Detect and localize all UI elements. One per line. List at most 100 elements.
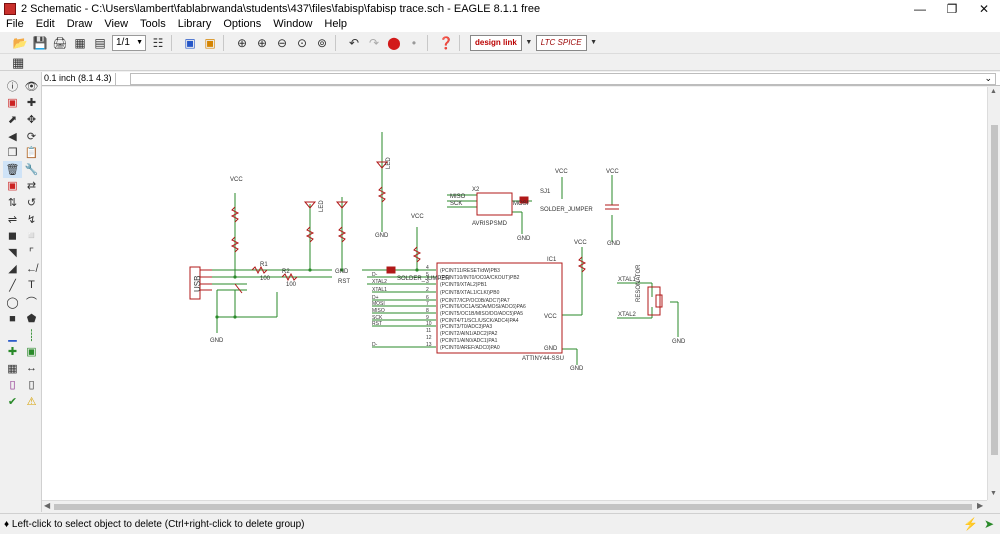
menu-window[interactable]: Window xyxy=(273,18,313,30)
paste-icon[interactable]: 📋 xyxy=(24,147,39,160)
mirror-icon[interactable]: ◀ xyxy=(8,130,17,143)
text-icon[interactable]: T xyxy=(28,279,35,292)
ic1-pin-number: 10 xyxy=(426,321,432,327)
label-icon[interactable]: ▣ xyxy=(26,346,37,359)
circle-icon[interactable]: ◯ xyxy=(6,296,19,309)
module-icon[interactable]: ▯ xyxy=(28,379,35,392)
menu-view[interactable]: View xyxy=(104,18,129,30)
sheet-select[interactable]: 1/1▼ xyxy=(112,34,146,51)
go-icon[interactable]: • xyxy=(411,35,417,50)
lightning-icon[interactable]: ⚡ xyxy=(962,517,978,531)
label-gnd-6: GND xyxy=(335,269,349,275)
menu-draw[interactable]: Draw xyxy=(66,18,93,30)
warning-icon[interactable]: ⚠ xyxy=(26,396,37,409)
close-button[interactable]: ✕ xyxy=(978,2,990,16)
junction-icon[interactable]: ✚ xyxy=(7,346,18,359)
cam-processor-icon[interactable]: ▦ xyxy=(74,35,86,50)
horizontal-scrollbar[interactable]: ◀ ▶ xyxy=(42,500,987,512)
move-icon[interactable]: ✥ xyxy=(26,113,37,126)
zoom-in-icon[interactable]: ⊕ xyxy=(256,35,268,50)
replace-icon[interactable]: ⇄ xyxy=(26,180,37,193)
label-sck: SCK xyxy=(450,201,462,207)
stop-icon[interactable]: ⬤ xyxy=(387,35,401,50)
menu-bar: File Edit Draw View Tools Library Option… xyxy=(0,18,1000,32)
separator xyxy=(335,34,341,51)
rect-icon[interactable]: ■ xyxy=(9,312,16,325)
copy-icon[interactable]: ❐ xyxy=(7,147,18,160)
title-bar: 2 Schematic - C:\Users\lambert\fablabrwa… xyxy=(0,0,1000,18)
usb-body xyxy=(189,266,201,300)
dimension-icon[interactable]: ↔ xyxy=(26,362,37,375)
attribute-icon[interactable]: ▦ xyxy=(7,362,18,375)
invoke-icon[interactable]: ⇌ xyxy=(7,213,18,226)
undo-icon[interactable]: ↶ xyxy=(348,35,360,50)
scroll-left-icon[interactable]: ◀ xyxy=(44,501,51,510)
split-icon[interactable]: ↯ xyxy=(26,213,37,226)
minimize-button[interactable]: — xyxy=(914,2,926,16)
ic1-body xyxy=(436,262,563,354)
label-gnd-5: GND xyxy=(672,339,686,345)
open-icon[interactable]: 📂 xyxy=(12,35,28,50)
rotate-icon[interactable]: ⟳ xyxy=(26,130,37,143)
vertical-scrollbar[interactable]: ▲ ▼ xyxy=(987,87,1000,500)
value-icon[interactable]: ◽ xyxy=(24,230,39,243)
bus-icon[interactable]: ▁ xyxy=(8,329,17,342)
command-line-input[interactable]: ⌄ xyxy=(130,73,996,85)
menu-library[interactable]: Library xyxy=(177,18,212,30)
board-switch-icon[interactable]: ▣ xyxy=(204,35,216,50)
select-icon[interactable]: ⬈ xyxy=(7,113,18,126)
schematic-board-icon[interactable]: ▣ xyxy=(184,35,196,50)
print-icon[interactable]: 🖨 xyxy=(52,35,68,50)
sheet-icon[interactable]: ▤ xyxy=(94,35,106,50)
show-icon[interactable]: 👁 xyxy=(24,80,39,93)
menu-help[interactable]: Help xyxy=(324,18,348,30)
smash-icon[interactable]: ◥ xyxy=(8,246,17,259)
scroll-right-icon[interactable]: ▶ xyxy=(977,501,984,510)
design-link-button[interactable]: design link xyxy=(470,34,522,51)
miter-icon[interactable]: ⌜ xyxy=(28,246,35,259)
info-icon[interactable]: ⓘ xyxy=(7,81,18,94)
chevron-down-icon[interactable]: ▼ xyxy=(590,39,598,46)
polygon-icon[interactable]: ⬟ xyxy=(26,313,37,326)
wire-icon[interactable]: ╱ xyxy=(9,279,16,292)
help-icon[interactable]: ❓ xyxy=(438,35,454,50)
chevron-down-icon[interactable]: ⌄ xyxy=(984,73,992,83)
layers-icon[interactable]: ▣ xyxy=(7,97,18,110)
menu-file[interactable]: File xyxy=(6,18,24,30)
vertical-scroll-thumb[interactable] xyxy=(991,125,998,455)
menu-options[interactable]: Options xyxy=(223,18,262,30)
frame-icon[interactable]: ▯ xyxy=(9,379,16,392)
scroll-up-icon[interactable]: ▲ xyxy=(990,88,997,95)
add-part-icon[interactable]: ▣ xyxy=(7,180,18,193)
grid-icon[interactable]: ▦ xyxy=(12,55,25,70)
save-icon[interactable]: 💾 xyxy=(32,35,48,50)
delete-icon[interactable]: 🗑 xyxy=(3,160,22,178)
restore-button[interactable]: ❐ xyxy=(946,2,958,16)
zoom-fit-icon[interactable]: ⊕ xyxy=(236,35,248,50)
chevron-down-icon[interactable]: ▼ xyxy=(525,39,533,46)
split-wire-icon[interactable]: ↚ xyxy=(26,262,37,275)
change-icon[interactable]: 🔧 xyxy=(24,163,39,176)
ltspice-button[interactable]: LTC SPICE xyxy=(535,34,587,51)
redo-icon[interactable]: ↷ xyxy=(368,35,380,50)
zoom-out-icon[interactable]: ⊖ xyxy=(276,35,288,50)
menu-tools[interactable]: Tools xyxy=(140,18,166,30)
zoom-select-icon[interactable]: ⊙ xyxy=(296,35,308,50)
stop-icon[interactable]: ➤ xyxy=(983,517,994,531)
optimize-icon[interactable]: ◢ xyxy=(8,263,17,276)
library-icon[interactable]: ☷ xyxy=(152,35,164,50)
scroll-down-icon[interactable]: ▼ xyxy=(990,490,997,497)
redraw-icon[interactable]: ⊚ xyxy=(316,35,328,50)
name-icon[interactable]: ◼ xyxy=(7,230,18,243)
eagle-app-icon xyxy=(4,3,16,15)
net-icon[interactable]: ┊ xyxy=(28,329,35,342)
parameter-toolbar: ▦ xyxy=(0,54,1000,71)
menu-edit[interactable]: Edit xyxy=(35,18,55,30)
erc-icon[interactable]: ✔ xyxy=(7,396,18,409)
schematic-canvas[interactable]: VCC VCC VCC VCC VCC GND GND GND GND GND … xyxy=(42,87,987,500)
horizontal-scroll-thumb[interactable] xyxy=(54,504,972,510)
pinswap-icon[interactable]: ↺ xyxy=(26,196,37,209)
mark-icon[interactable]: ✚ xyxy=(26,97,37,110)
arc-icon[interactable]: ⌒ xyxy=(26,297,37,310)
gateswap-icon[interactable]: ⇅ xyxy=(7,196,18,209)
